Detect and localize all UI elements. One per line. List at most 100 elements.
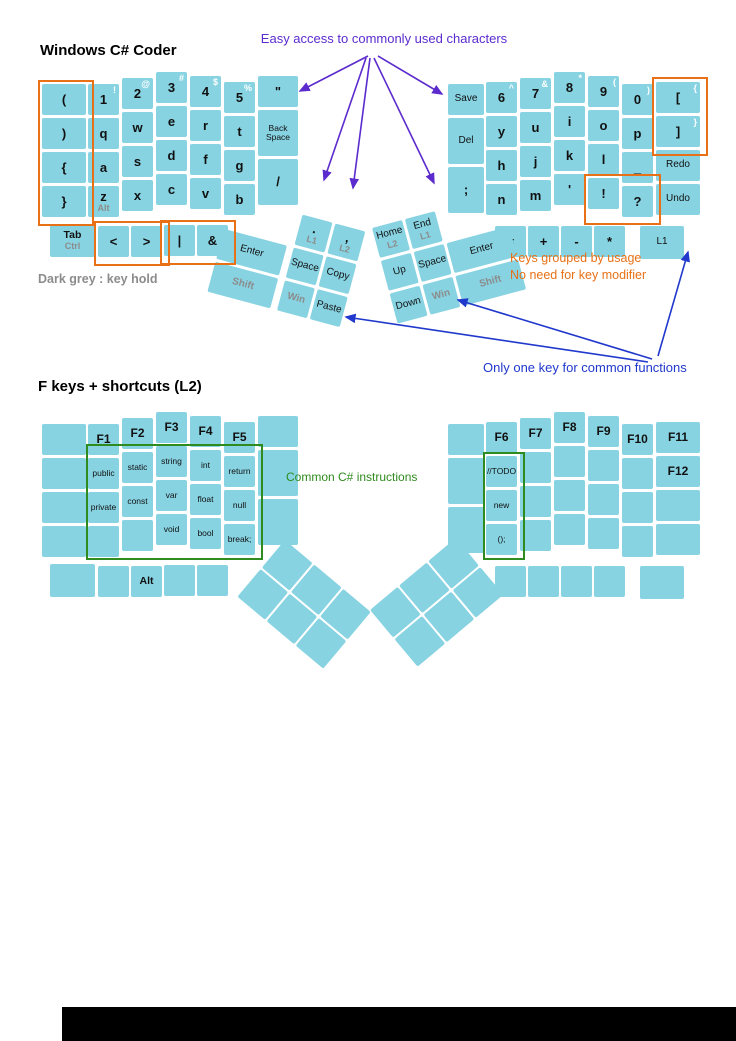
key-int: int — [190, 450, 221, 481]
key-c: c — [156, 174, 187, 205]
key-m: m — [520, 180, 551, 211]
key-n: n — [486, 184, 517, 215]
annotation-csharp-instructions: Common C# instructions — [286, 470, 418, 484]
square-brackets-highlight — [652, 77, 708, 156]
key-sym: ' — [554, 174, 585, 205]
key-blank — [98, 566, 129, 597]
key-sym: < — [98, 226, 129, 257]
key-null: null — [224, 490, 255, 521]
key-blank — [448, 424, 484, 455]
key-blank — [258, 450, 298, 496]
key-blank — [622, 458, 653, 489]
key-sym: / — [258, 159, 298, 205]
key-sym: (); — [486, 524, 517, 555]
key-space: Space — [413, 244, 452, 282]
footer-bar — [62, 1007, 736, 1041]
key-r: r — [190, 110, 221, 141]
key-const: const — [122, 486, 153, 517]
key-win: Win — [422, 276, 461, 315]
blue-arrow — [456, 298, 653, 360]
key-blank — [554, 446, 585, 477]
key-del: Del — [448, 118, 484, 164]
key-blank — [122, 520, 153, 551]
annotation-easy-access: Easy access to commonly used characters — [260, 31, 508, 46]
key-d: d — [156, 140, 187, 171]
key-h: h — [486, 150, 517, 181]
purple-arrow — [349, 57, 371, 190]
key-blank — [42, 492, 86, 523]
key-sym: .L1 — [294, 214, 333, 253]
key-blank — [88, 526, 119, 557]
key-sym: ; — [448, 167, 484, 213]
blue-arrow — [657, 250, 690, 357]
key-paste: Paste — [309, 289, 348, 328]
key-w: w — [122, 112, 153, 143]
key-l1: L1 — [640, 226, 684, 259]
key-f: f — [190, 144, 221, 175]
key-blank — [520, 520, 551, 551]
key-sym: _ — [622, 152, 653, 183]
key-sym: > — [131, 226, 162, 257]
exclamation-question-highlight — [584, 174, 661, 225]
key-float: float — [190, 484, 221, 515]
f-layer-title: F keys + shortcuts (L2) — [38, 378, 202, 395]
key-9: 9( — [588, 76, 619, 107]
key-blank — [554, 514, 585, 545]
key-j: j — [520, 146, 551, 177]
key-x: x — [122, 180, 153, 211]
key-blank — [554, 480, 585, 511]
key-f3: F3 — [156, 412, 187, 443]
key-blank — [258, 416, 298, 447]
key-sym: + — [528, 226, 559, 257]
key-down: Down — [389, 285, 428, 324]
key-save: Save — [448, 84, 484, 115]
csharp-keywords-highlight-left — [86, 444, 263, 560]
key-string: string — [156, 446, 187, 477]
key-7: 7& — [520, 78, 551, 109]
key-2: 2@ — [122, 78, 153, 109]
key-sym: ) — [42, 118, 86, 149]
key-f4: F4 — [190, 416, 221, 447]
key-sym: * — [594, 226, 625, 257]
key-v: v — [190, 178, 221, 209]
brackets-column-highlight — [38, 80, 94, 226]
key-p: p — [622, 118, 653, 149]
key-e: e — [156, 106, 187, 137]
key-blank — [594, 566, 625, 597]
key-up: Up — [380, 252, 419, 291]
key-blank — [197, 565, 228, 596]
key-blank — [656, 524, 700, 555]
key-private: private — [88, 492, 119, 523]
key-sym: " — [258, 76, 298, 107]
key-5: 5% — [224, 82, 255, 113]
key-backspace: Back Space — [258, 110, 298, 156]
key-blank — [520, 452, 551, 483]
key-f1: F1 — [88, 424, 119, 455]
key-0: 0) — [622, 84, 653, 115]
key-s: s — [122, 146, 153, 177]
key-g: g — [224, 150, 255, 181]
key-blank — [520, 486, 551, 517]
blue-arrow — [344, 313, 649, 363]
key-sym: ( — [42, 84, 86, 115]
key-todo: //TODO — [486, 456, 517, 487]
key-undo: Undo — [656, 184, 700, 215]
key-f8: F8 — [554, 412, 585, 443]
key-f10: F10 — [622, 424, 653, 455]
key-void: void — [156, 514, 187, 545]
key-y: y — [486, 116, 517, 147]
key-blank — [42, 526, 86, 557]
key-blank — [561, 566, 592, 597]
key-k: k — [554, 140, 585, 171]
pipe-ampersand-highlight — [160, 220, 236, 265]
key-f7: F7 — [520, 418, 551, 449]
key-space: Space — [285, 247, 324, 286]
key-sym: } — [42, 186, 86, 217]
key-l: l — [588, 144, 619, 175]
key-6: 6^ — [486, 82, 517, 113]
key-sym: ? — [622, 186, 653, 217]
csharp-keywords-highlight-right — [483, 452, 525, 560]
